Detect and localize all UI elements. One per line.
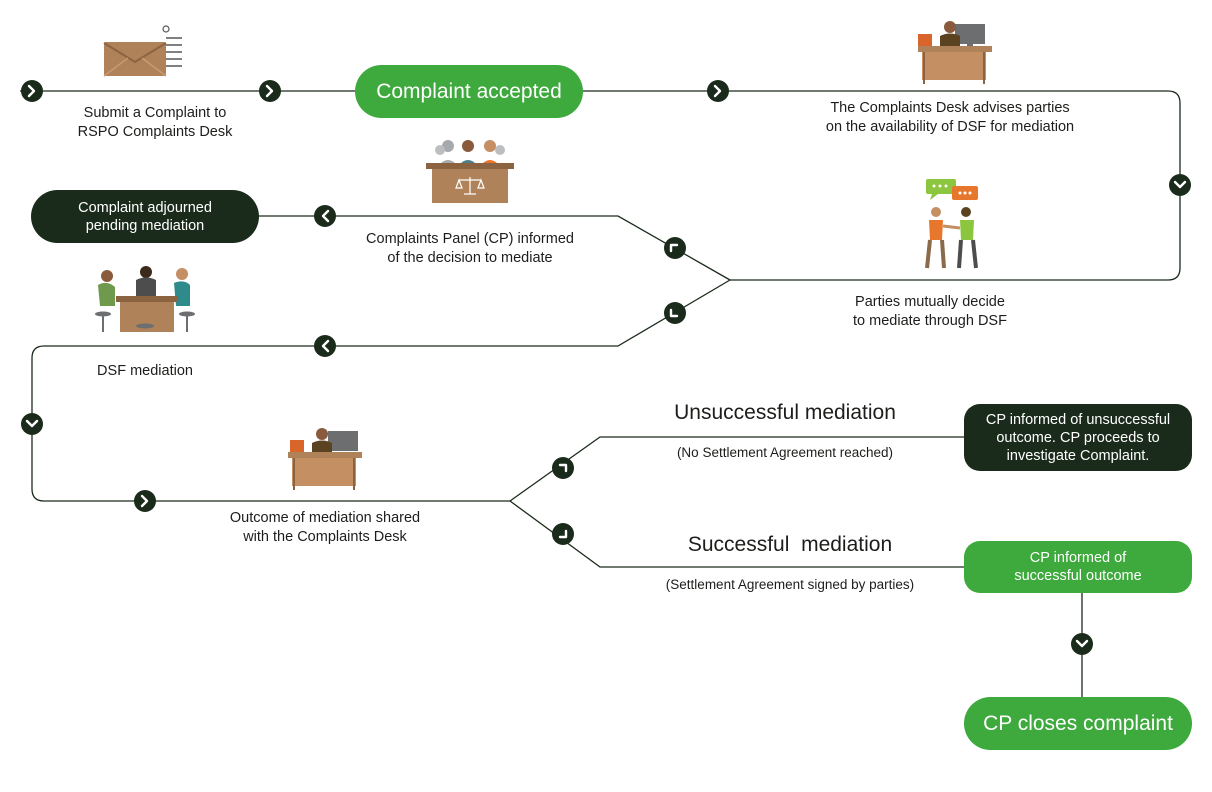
- complaint-accepted-label: Complaint accepted: [376, 79, 562, 103]
- complaint-adjourned-node[interactable]: Complaint adjourned pending mediation: [31, 190, 259, 243]
- cp-unsuccessful-node[interactable]: CP informed of unsuccessful outcome. CP …: [964, 404, 1192, 471]
- arrow-node-left-down: [21, 413, 43, 435]
- arrow-node-close: [1071, 633, 1093, 655]
- arrow-node-unsuccessful: [552, 457, 574, 479]
- cp-successful-label: CP informed of successful outcome: [1014, 550, 1142, 584]
- arrow-node-adjourn: [314, 205, 336, 227]
- mediation-meeting-icon: [95, 266, 195, 332]
- envelope-icon: [103, 25, 182, 77]
- arrow-node-outcome: [134, 490, 156, 512]
- step-dsf-mediation-label: DSF mediation: [97, 363, 193, 379]
- handshake-icon: [925, 179, 978, 269]
- successful-note: (Settlement Agreement signed by parties): [665, 577, 915, 592]
- cp-successful-node[interactable]: CP informed of successful outcome: [964, 541, 1192, 593]
- step-parties-decide-label: Parties mutually decide to mediate throu…: [853, 294, 1007, 329]
- arrow-node-up-left: [664, 237, 686, 259]
- cp-closes-label: CP closes complaint: [983, 711, 1173, 735]
- complaint-adjourned-label: Complaint adjourned pending mediation: [78, 199, 212, 234]
- arrow-node-right-down: [1169, 174, 1191, 196]
- arrow-node-mediation: [314, 335, 336, 357]
- complaints-panel-icon: [426, 140, 514, 203]
- successful-title: Successful mediation: [687, 533, 893, 556]
- unsuccessful-title: Unsuccessful mediation: [674, 401, 896, 424]
- arrow-node-successful: [552, 523, 574, 545]
- arrow-node-start: [21, 80, 43, 102]
- unsuccessful-note: (No Settlement Agreement reached): [676, 445, 894, 460]
- desk-worker-icon: [288, 428, 362, 490]
- complaint-accepted-node[interactable]: Complaint accepted: [355, 65, 583, 118]
- step-cp-informed-label: Complaints Panel (CP) informed of the de…: [366, 231, 574, 266]
- arrow-node-down-left: [664, 302, 686, 324]
- step-submit-label: Submit a Complaint to RSPO Complaints De…: [77, 105, 233, 140]
- step-desk-advises-label: The Complaints Desk advises parties on t…: [825, 100, 1075, 135]
- step-outcome-shared-label: Outcome of mediation shared with the Com…: [229, 510, 421, 545]
- arrow-node-submit: [259, 80, 281, 102]
- cp-closes-node[interactable]: CP closes complaint: [964, 697, 1192, 750]
- arrow-node-accepted: [707, 80, 729, 102]
- desk-worker-icon: [918, 21, 992, 84]
- cp-unsuccessful-label: CP informed of unsuccessful outcome. CP …: [985, 411, 1171, 464]
